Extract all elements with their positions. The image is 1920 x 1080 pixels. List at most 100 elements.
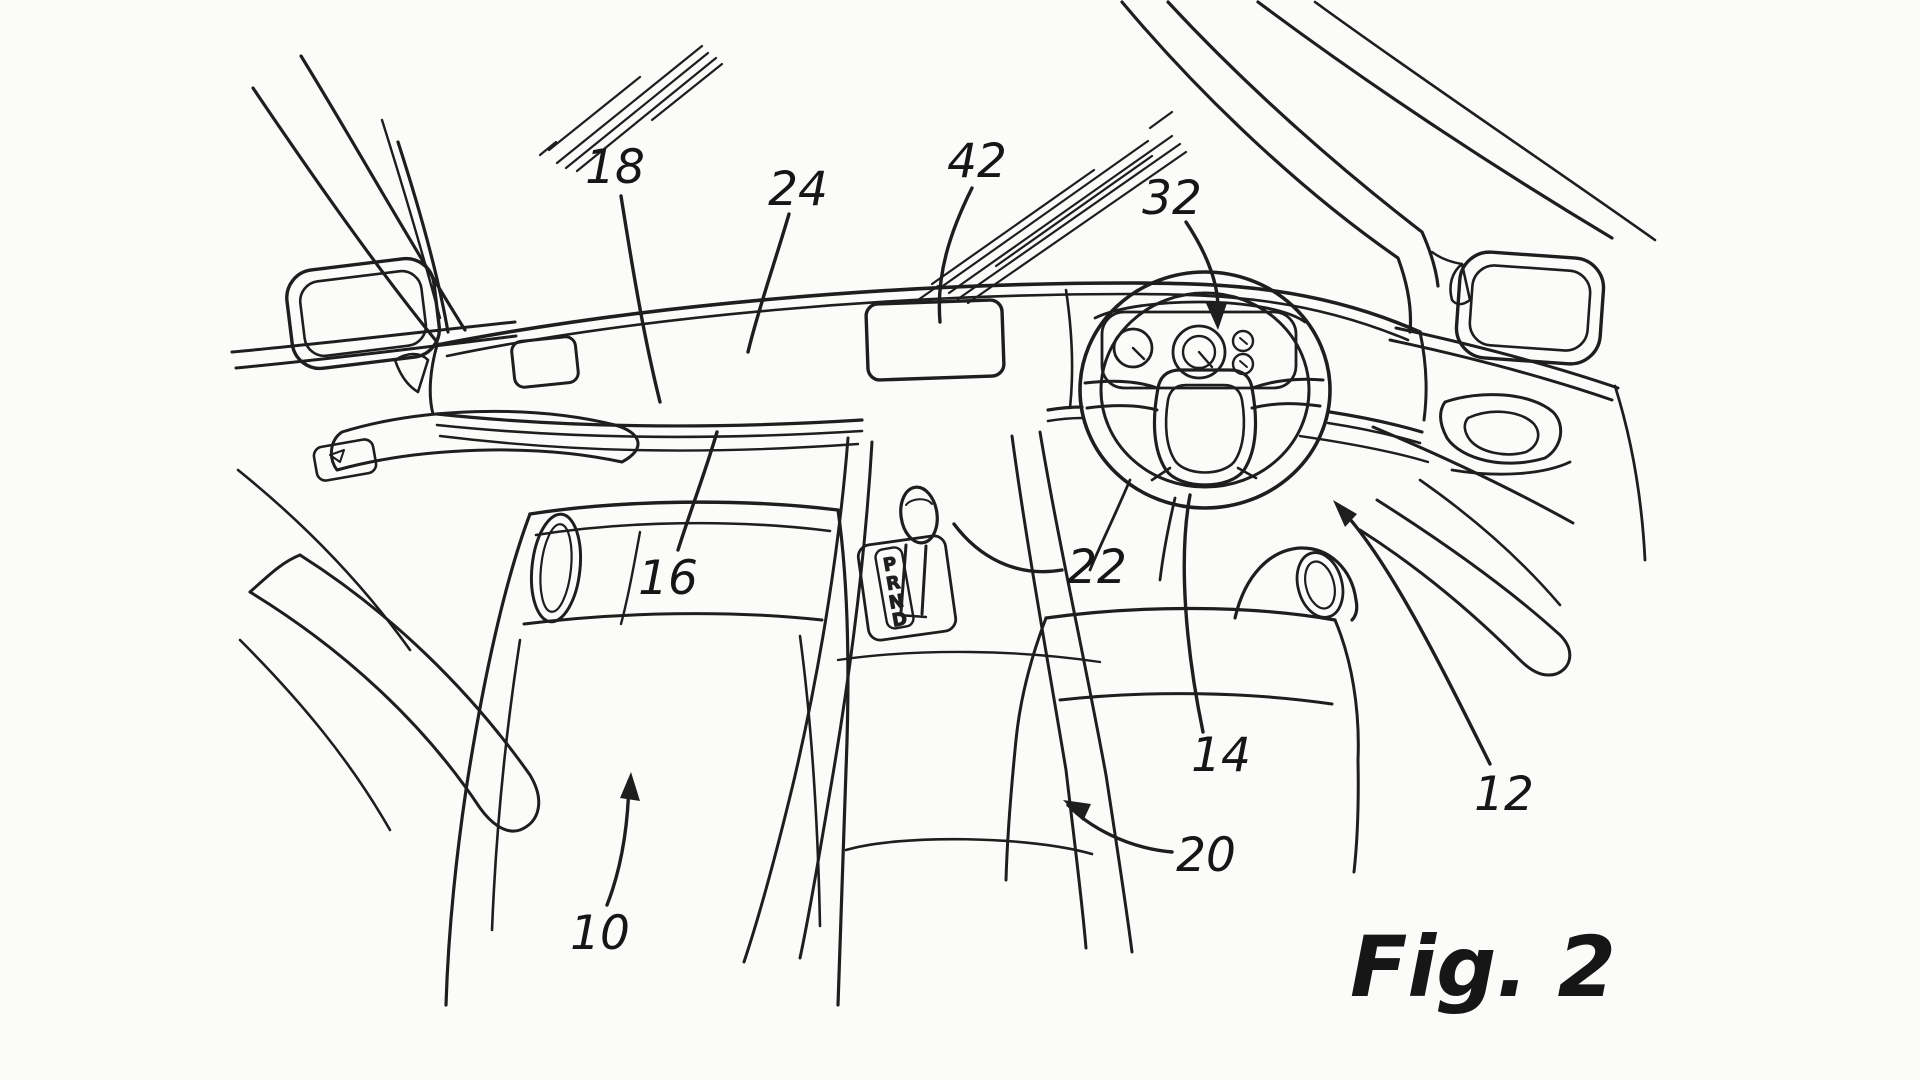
wheel-hub-inner	[1164, 383, 1246, 474]
wheel-spoke	[1083, 379, 1159, 390]
left-seat-contour	[619, 530, 642, 626]
arrowhead-32	[1205, 301, 1227, 330]
beltline	[1388, 338, 1614, 402]
console-cross-line	[836, 650, 1102, 664]
door-armrest-line	[1371, 425, 1575, 525]
leader-10	[605, 779, 631, 907]
mirror-housing	[285, 256, 442, 371]
arrowhead-12	[1333, 500, 1357, 527]
reference-leaders	[605, 186, 1492, 907]
dash-left-edge	[428, 343, 439, 416]
windshield-reflection-line	[947, 134, 1174, 295]
ref-label-32: 32	[1142, 171, 1202, 226]
door-crease	[1418, 478, 1562, 607]
dash-lower-edge	[438, 434, 860, 452]
right-seat-opening	[1295, 551, 1345, 619]
ref-label-24: 24	[768, 162, 828, 217]
leader-18	[619, 194, 662, 404]
wheel-rim-inner	[1099, 291, 1311, 489]
wheel-spoke	[1250, 377, 1325, 390]
dash-trim-strip	[1328, 410, 1424, 434]
left-side-mirror	[285, 256, 442, 394]
left-seat-top-edge	[528, 500, 840, 516]
pillar-edge	[1166, 0, 1440, 288]
wheel-spoke	[1150, 466, 1172, 482]
gauge-center-needle	[1197, 350, 1214, 369]
left-seat-bolster	[798, 634, 822, 928]
dash-trim-strip	[1046, 405, 1084, 412]
right-a-pillar	[1120, 0, 1657, 334]
selector-surround-plate	[856, 534, 958, 642]
door-armrest	[329, 409, 640, 472]
door-armrest-line	[1450, 460, 1572, 476]
ref-label-22: 22	[1067, 540, 1127, 595]
gear-letter-n: N	[887, 591, 905, 614]
pillar-trim	[396, 140, 450, 334]
windshield-reflection-line	[1148, 110, 1174, 130]
left-seat-band-bottom	[522, 612, 824, 626]
left-seat-opening	[529, 512, 583, 624]
arrowhead-20	[1063, 800, 1091, 821]
right-seat-right-edge	[1333, 618, 1360, 874]
dash-vent	[510, 335, 580, 389]
shifter-stem	[899, 543, 908, 614]
dash-trim-strip	[1046, 416, 1084, 423]
roof-frame-line	[1256, 0, 1614, 240]
right-seat-opening-inner	[1304, 560, 1336, 610]
pillar-trim	[380, 118, 442, 320]
right-seat-left-edge	[1004, 616, 1048, 882]
ref-label-14: 14	[1191, 728, 1251, 783]
left-seat-right-edge	[836, 508, 850, 1007]
dash-trim-strip	[1326, 421, 1422, 445]
gear-gate-plate	[874, 546, 915, 630]
console-edge	[742, 436, 850, 964]
gear-selector: P R N D	[856, 485, 958, 642]
leader-16	[676, 430, 719, 552]
right-seat-band-top	[1044, 606, 1337, 622]
cowl-line	[435, 281, 1422, 347]
console-armrest-end	[844, 837, 1094, 856]
wheel-spoke	[1085, 404, 1159, 412]
steering-column	[1088, 478, 1132, 572]
pillar-edge	[251, 86, 439, 344]
leader-22	[952, 522, 1064, 574]
pillar-edge	[1120, 0, 1413, 334]
windshield-reflection-line	[956, 142, 1182, 301]
ref-label-16: 16	[638, 551, 698, 606]
shifter-knob-highlight	[905, 498, 933, 506]
gauge-center-outer	[1171, 324, 1227, 380]
right-seat-headrest	[1233, 546, 1359, 622]
right-door-panel	[1358, 326, 1647, 677]
dash-edge-left-of-wheel	[1064, 288, 1074, 410]
door-handle-recess	[1463, 410, 1540, 456]
door-pull-band	[1358, 498, 1572, 677]
windshield-reflection-line	[930, 168, 1096, 286]
windshield-reflection-line	[547, 75, 642, 152]
window-switch-pod	[312, 438, 378, 482]
door-crease	[238, 638, 392, 832]
leader-24	[746, 212, 791, 354]
pillar-edge	[299, 54, 467, 332]
mirror-base	[393, 352, 430, 394]
ref-label-42: 42	[947, 134, 1007, 189]
windshield-reflection-line	[650, 62, 724, 122]
display-unit	[864, 298, 1006, 382]
door-pull-band	[248, 553, 302, 594]
dash-trim-strip	[435, 412, 864, 428]
gear-letter-p: P	[882, 553, 899, 576]
console-edge	[1010, 434, 1088, 950]
shifter-knob	[899, 485, 939, 545]
ref-label-12: 12	[1474, 767, 1534, 822]
wheel-spoke	[1236, 466, 1258, 480]
dash-right-edge	[1418, 330, 1428, 422]
gear-gate-indicator: P R N D	[874, 546, 915, 632]
gauge-center-inner	[1181, 334, 1217, 370]
mirror-base	[1449, 262, 1472, 306]
gauge-left	[1112, 327, 1154, 369]
mirror-mount-line	[1430, 250, 1464, 266]
front-seats	[444, 500, 1360, 1007]
door-pull-band	[248, 553, 541, 833]
windshield-reflection-line	[575, 56, 718, 173]
ref-label-10: 10	[570, 906, 630, 961]
ref-label-20: 20	[1176, 828, 1236, 883]
